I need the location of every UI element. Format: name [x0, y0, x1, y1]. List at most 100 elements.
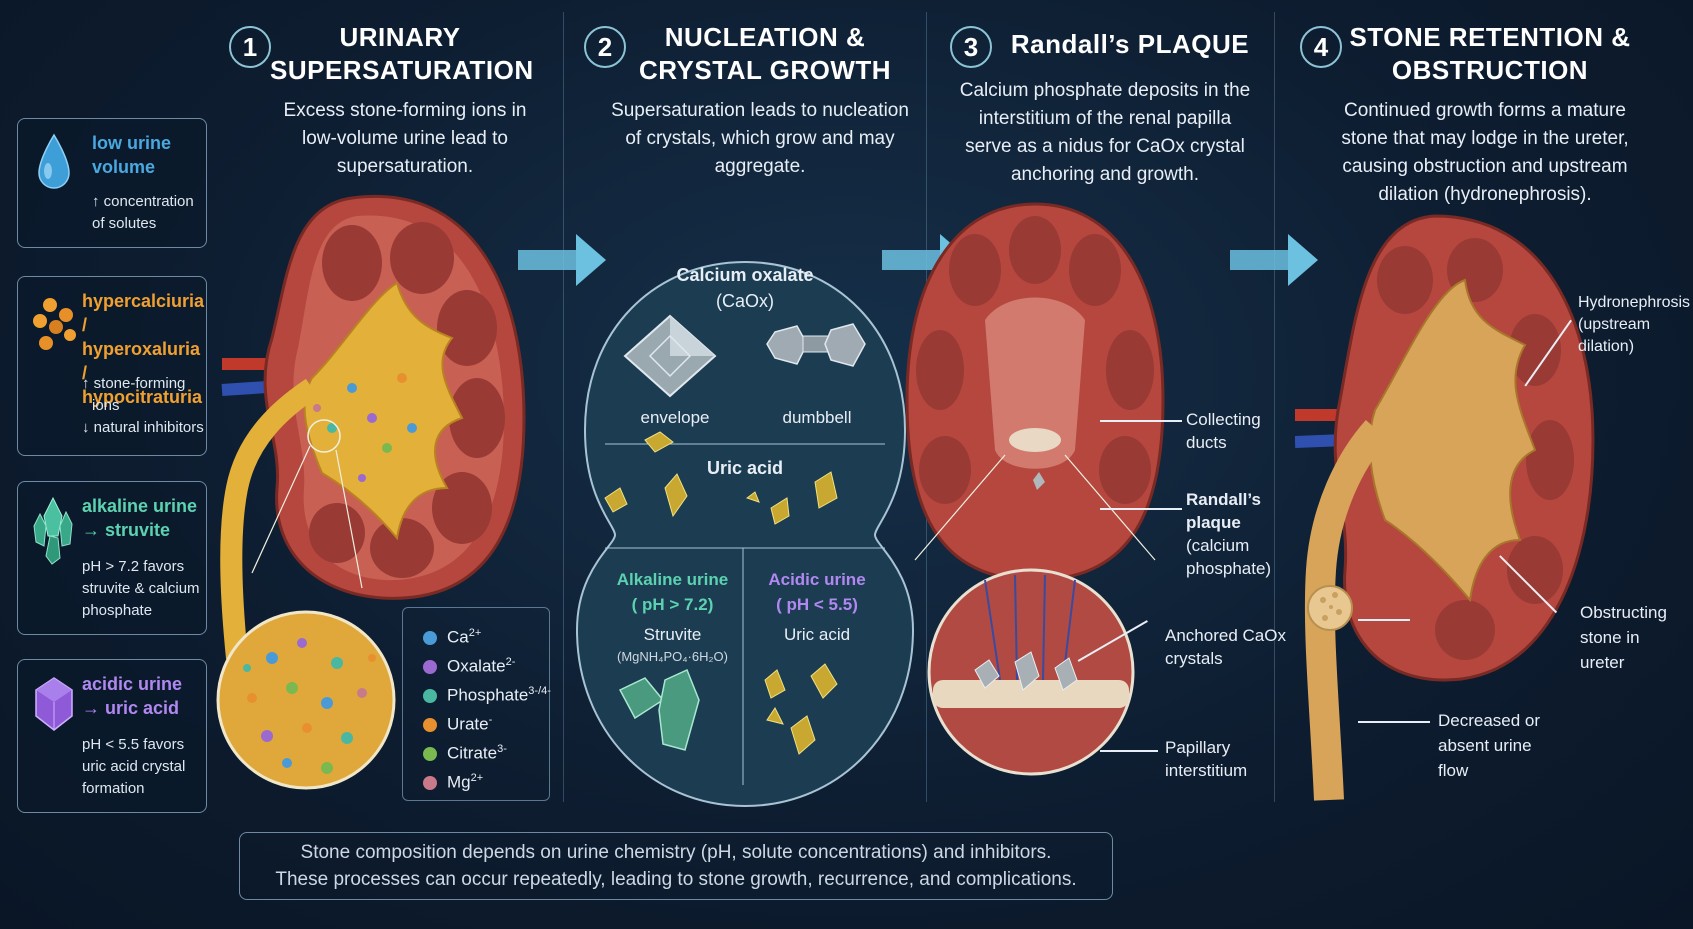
- label-line: stone in: [1580, 628, 1640, 647]
- factor-title-line: volume: [92, 157, 156, 177]
- legend-item: Ca2+: [423, 622, 481, 649]
- randalls-plaque-illustration: [905, 202, 1165, 776]
- step-1-desc-line: low-volume urine lead to: [302, 128, 508, 149]
- label-line: interstitium: [1165, 761, 1248, 780]
- ion-particles: [313, 373, 417, 482]
- step-2-desc-line: Supersaturation leads to nucleation: [611, 100, 909, 121]
- dilated-ureter: [1304, 419, 1389, 801]
- factor-title: acidic urine → uric acid: [82, 672, 182, 720]
- factor-title-line: hypercalciuria /: [82, 291, 205, 335]
- label-line: phosphate): [1186, 559, 1272, 578]
- legend-charge: 3-: [497, 743, 507, 755]
- factor-text-line: pH < 5.5 favors: [82, 736, 185, 753]
- step-1-number: 1: [229, 26, 271, 68]
- leader-line: [1358, 619, 1410, 621]
- legend-label: Mg: [447, 772, 471, 792]
- flow-arrow-icon: [518, 234, 606, 286]
- step-4-desc-line: Continued growth forms a mature: [1344, 100, 1626, 121]
- step-3-desc-line: anchoring and growth.: [1010, 164, 1199, 185]
- uric-acid-small-crystals-icon: [764, 663, 838, 755]
- factor-text-line: uric acid crystal: [82, 758, 186, 775]
- renal-pyramids: [1377, 238, 1574, 660]
- legend-item: Citrate3-: [423, 738, 507, 765]
- legend-label: Citrate: [447, 743, 498, 763]
- step-1-desc-line: supersaturation.: [336, 156, 474, 177]
- legend-charge: -: [488, 714, 493, 726]
- struvite-crystal-icon: [33, 496, 73, 565]
- magnify-leader: [1064, 454, 1156, 561]
- plaque-band: [933, 680, 1129, 708]
- footer-line: Stone composition depends on urine chemi…: [300, 842, 1052, 863]
- renal-pelvis: [303, 281, 464, 541]
- factor-box-acidic-urine: acidic urine → uric acid pH < 5.5 favors…: [17, 659, 207, 813]
- footer-note: Stone composition depends on urine chemi…: [239, 832, 1113, 900]
- label-line: absent urine: [1438, 736, 1532, 755]
- step-2-title-line2: CRYSTAL GROWTH: [638, 55, 892, 85]
- magnify-leader: [251, 445, 311, 574]
- label-line: plaque: [1186, 513, 1241, 532]
- randalls-plaque-label: Randall’s plaque (calcium phosphate): [1186, 488, 1271, 580]
- factor-text: pH < 5.5 favors uric acid crystal format…: [82, 734, 185, 800]
- alkaline-urine-label: Alkaline urine ( pH > 7.2): [605, 567, 740, 617]
- legend-dot-icon: [423, 688, 437, 703]
- factor-text: ↑ stone-forming ions ↓ natural inhibitor…: [82, 373, 204, 439]
- step-3-desc-line: serve as a nidus for CaOx crystal: [965, 136, 1245, 157]
- step-2-title-line1: NUCLEATION &: [664, 22, 866, 52]
- anchored-crystals-icon: [974, 651, 1078, 691]
- step-1-title-line1: URINARY: [339, 22, 461, 52]
- legend-dot-icon: [423, 630, 437, 645]
- label-line: (calcium: [1186, 536, 1250, 555]
- anchored-crystals-label: Anchored CaOx crystals: [1165, 624, 1286, 670]
- stone-texture: [1320, 592, 1342, 621]
- factor-box-low-urine-volume: low urine volume ↑ concentration of solu…: [17, 118, 207, 248]
- factor-title-line: acidic urine: [82, 674, 183, 694]
- legend-item: Urate-: [423, 709, 492, 736]
- factor-text-line: ions: [92, 397, 120, 414]
- envelope-crystal-icon: [623, 314, 717, 398]
- legend-label: Oxalate: [447, 656, 506, 676]
- factor-text-line: phosphate: [82, 602, 153, 619]
- legend-charge: 2+: [470, 772, 484, 784]
- step-4-desc-line: causing obstruction and upstream: [1342, 156, 1628, 177]
- step-2-number: 2: [584, 26, 626, 68]
- legend-label: Ca: [447, 627, 469, 647]
- step-4-description: Continued growth forms a mature stone th…: [1315, 97, 1655, 209]
- factor-text-line: pH > 7.2 favors: [82, 558, 185, 575]
- step-1-title: URINARY SUPERSATURATION: [270, 21, 534, 87]
- label-line: Obstructing: [1580, 603, 1667, 622]
- renal-papilla: [985, 297, 1085, 469]
- label-line: (upstream: [1578, 316, 1651, 333]
- plaque-deposit: [1009, 428, 1061, 452]
- label-line: dilation): [1578, 338, 1635, 355]
- magnify-leader: [914, 454, 1006, 561]
- step-1-description: Excess stone-forming ions in low-volume …: [265, 97, 545, 181]
- factor-title: low urine volume: [92, 131, 171, 179]
- factor-title: hypercalciuria / hyperoxaluria / hypocit…: [82, 289, 206, 409]
- factor-text: ↑ concentration of solutes: [92, 191, 194, 235]
- step-3-desc-line: interstitium of the renal papilla: [978, 108, 1232, 129]
- factor-title-line: hypocitraturia: [82, 387, 203, 407]
- decreased-flow-label: Decreased or absent urine flow: [1438, 708, 1540, 783]
- caox-title-line: (CaOx): [716, 291, 774, 311]
- factor-text-line: ↑ stone-forming: [82, 375, 186, 392]
- legend-dot-icon: [423, 659, 437, 674]
- papillary-interstitium-label: Papillary interstitium: [1165, 736, 1247, 782]
- step-1-title-line2: SUPERSATURATION: [270, 55, 534, 85]
- ureter: [220, 378, 319, 660]
- collecting-ducts-label: Collecting ducts: [1186, 408, 1261, 454]
- step-3-title-line1: Randall’s PLAQUE: [1010, 29, 1250, 59]
- label-line: Hydronephrosis: [1578, 294, 1691, 311]
- label-line: Randall’s: [1186, 490, 1261, 509]
- kidney-supersaturation-illustration: [216, 195, 526, 790]
- step-3-number: 3: [950, 26, 992, 68]
- dumbbell-crystal-icon: [766, 323, 866, 367]
- leader-line: [1100, 420, 1182, 422]
- label-line: ducts: [1186, 433, 1227, 452]
- renal-pyramids: [309, 222, 505, 578]
- obstructing-stone-label: Obstructing stone in ureter: [1580, 600, 1667, 675]
- legend-dot-icon: [423, 775, 437, 790]
- uric-acid-crystal-icon: [35, 677, 73, 731]
- factor-title: alkaline urine → struvite: [82, 494, 197, 542]
- acidic-urine-label: Acidic urine ( pH < 5.5): [752, 567, 882, 617]
- legend-label: Phosphate: [447, 685, 529, 705]
